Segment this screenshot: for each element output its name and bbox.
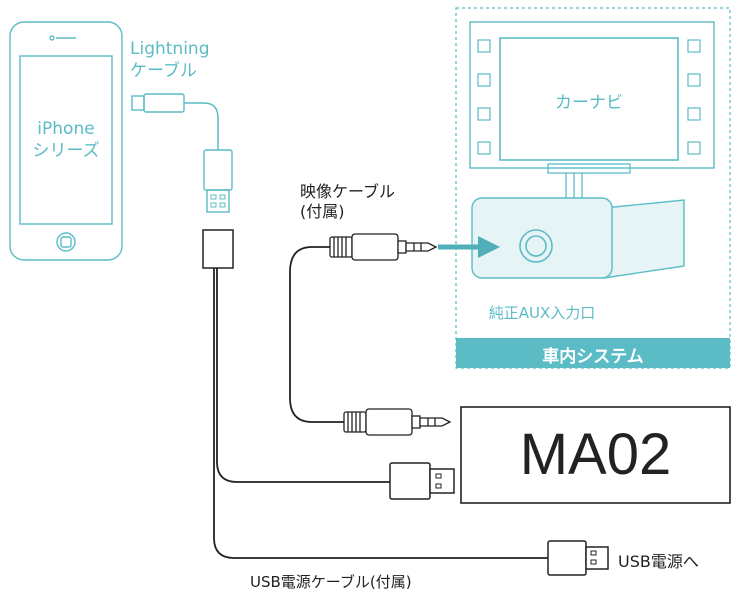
iphone-home-button	[56, 232, 76, 252]
iphone-screen	[19, 55, 113, 225]
video-cable-label-line1: 映像ケーブル	[300, 182, 396, 201]
video-cable-label-line2: (付属)	[300, 202, 345, 221]
car-system	[455, 7, 731, 369]
aux-port	[519, 229, 553, 263]
navi-bezel	[469, 21, 715, 169]
lightning-label-line1: Lightning	[130, 39, 210, 59]
navi-side-buttons	[477, 39, 701, 155]
video-cable-label: 映像ケーブル (付属)	[300, 182, 395, 222]
ma02-usb-plug	[389, 462, 455, 500]
lightning-cable	[131, 93, 233, 213]
navi-label: カーナビ	[555, 93, 623, 113]
lightning-label-line2: ケーブル	[130, 61, 197, 81]
car-system-banner-label: 車内システム	[542, 347, 644, 367]
iphone-camera	[49, 35, 55, 41]
iphone-device	[9, 21, 123, 261]
navi-stand	[547, 163, 631, 174]
lightning-usb-plug-metal	[206, 189, 230, 213]
usb-power-cable-wire	[213, 268, 548, 559]
ma02-device	[460, 406, 731, 504]
video-cable	[289, 233, 452, 436]
lightning-connector-body	[143, 93, 185, 113]
ma02-usb-cable-wire	[216, 268, 392, 483]
iphone-label-line1: iPhone	[37, 119, 95, 139]
iphone-body	[9, 21, 123, 261]
console-side	[603, 199, 685, 279]
aux-arrow	[438, 236, 500, 258]
usb-power-plug	[547, 540, 609, 576]
video-cable-wire	[289, 246, 344, 423]
usb-receptacle	[202, 229, 548, 559]
lightning-connector-tip	[131, 95, 145, 111]
usb-power-cable-label: USB電源ケーブル(付属)	[250, 573, 412, 591]
ma02-model-label: MA02	[519, 422, 672, 487]
video-plug-lower	[343, 408, 452, 436]
usb-power-destination-label: USB電源へ	[618, 552, 699, 571]
lightning-cable-label: Lightning ケーブル	[130, 38, 210, 82]
video-plug-upper	[329, 233, 438, 261]
navi-screen	[499, 37, 679, 161]
lightning-cable-wire	[184, 102, 219, 150]
car-system-banner	[456, 338, 730, 368]
iphone-home-square	[60, 236, 72, 248]
aux-input-label: 純正AUX入力口	[488, 304, 596, 322]
iphone-label-line2: シリーズ	[32, 141, 100, 161]
lightning-usb-plug	[203, 149, 233, 191]
iphone-label: iPhone シリーズ	[30, 118, 102, 162]
